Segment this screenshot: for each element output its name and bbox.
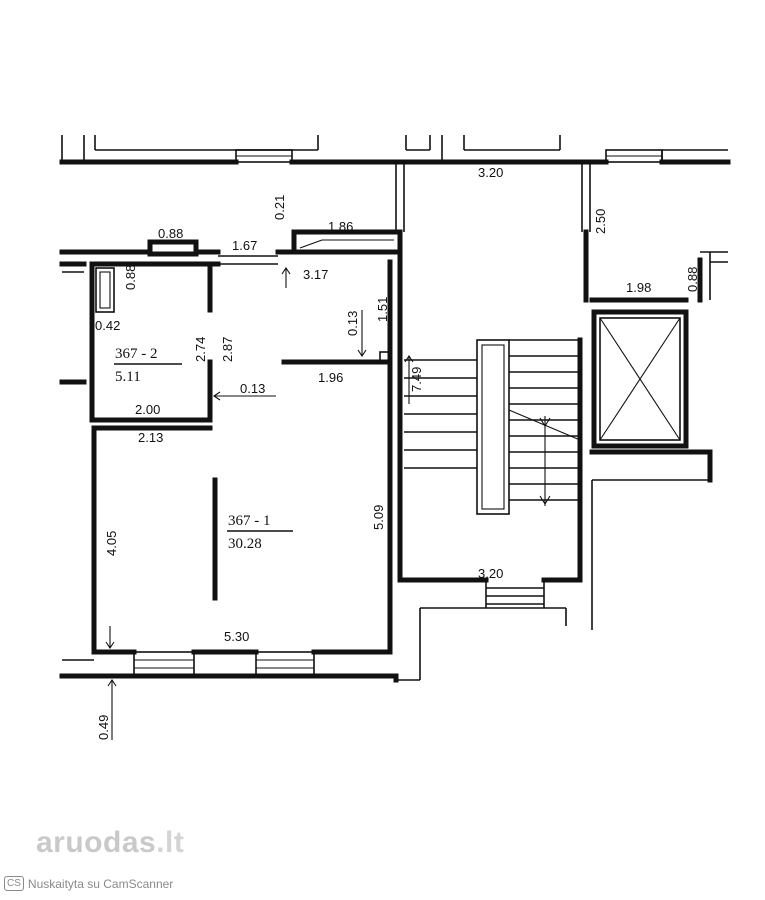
room-id-367-1: 367 - 1 [228,513,271,529]
dim-niche-width: 0.88 [158,226,183,241]
dim-opening-1: 1.67 [232,238,257,253]
top-outer-wall [59,135,731,165]
dim-stair-bottom-width: 3.20 [478,566,503,581]
dim-room2-wall-b: 2.87 [220,337,235,362]
room-area-367-1: 30.28 [228,536,262,552]
dim-top-offset: 0.21 [272,195,287,220]
dim-top-corridor: 3.20 [478,165,503,180]
dimension-labels: 3.20 0.88 1.67 0.21 1.86 0.88 0.42 2.74 … [95,165,700,740]
dim-room1-top-width: 2.13 [138,430,163,445]
watermark-brand: aruodas [36,826,157,859]
watermark-tld: .lt [156,826,185,859]
apartment-upper-wall [59,229,403,385]
room-id-367-2: 367 - 2 [115,346,158,362]
aruodas-logo: aruodas.lt [36,826,184,860]
camscanner-note: CS Nuskaityta su CamScanner [4,876,173,891]
camscanner-icon: CS [4,876,24,891]
entrance-steps [396,580,567,681]
dim-partition-height: 1.51 [375,297,390,322]
dim-room2-niche-depth: 0.88 [123,265,138,290]
dim-partition-offset: 0.13 [345,311,360,336]
room-367-2-walls [89,261,221,423]
dim-room2-width: 2.00 [135,402,160,417]
stair-shaft-walls [395,162,591,583]
camscanner-text: Nuskaityta su CamScanner [27,876,174,891]
staircase [404,339,581,515]
room-area-367-2: 5.11 [115,369,141,385]
dim-partition-length: 1.96 [318,370,343,385]
dim-elevator-wall: 0.88 [685,267,700,292]
dim-room1-right-height: 5.09 [371,505,386,530]
dimension-arrows [105,267,367,740]
dim-room2-niche-bottom: 0.42 [95,318,120,333]
room-label-367-1: 367 - 1 30.28 [227,513,293,552]
room-367-1-walls [59,259,399,683]
dim-room1-left-height: 4.05 [104,531,119,556]
elevator-shaft [589,251,728,630]
dim-cabinet-width: 1.86 [328,219,353,234]
dim-room1-bottom-width: 5.30 [224,629,249,644]
dim-sill-height: 0.49 [96,715,111,740]
dim-shaft-offset: 2.50 [593,209,608,234]
room-label-367-2: 367 - 2 5.11 [114,346,182,385]
dim-room2-wall-a: 2.74 [193,337,208,362]
dim-stair-length: 7.49 [409,367,424,392]
dim-room-top-width: 3.17 [303,267,328,282]
dim-elevator-width: 1.98 [626,280,651,295]
dim-room2-gap: 0.13 [240,381,265,396]
